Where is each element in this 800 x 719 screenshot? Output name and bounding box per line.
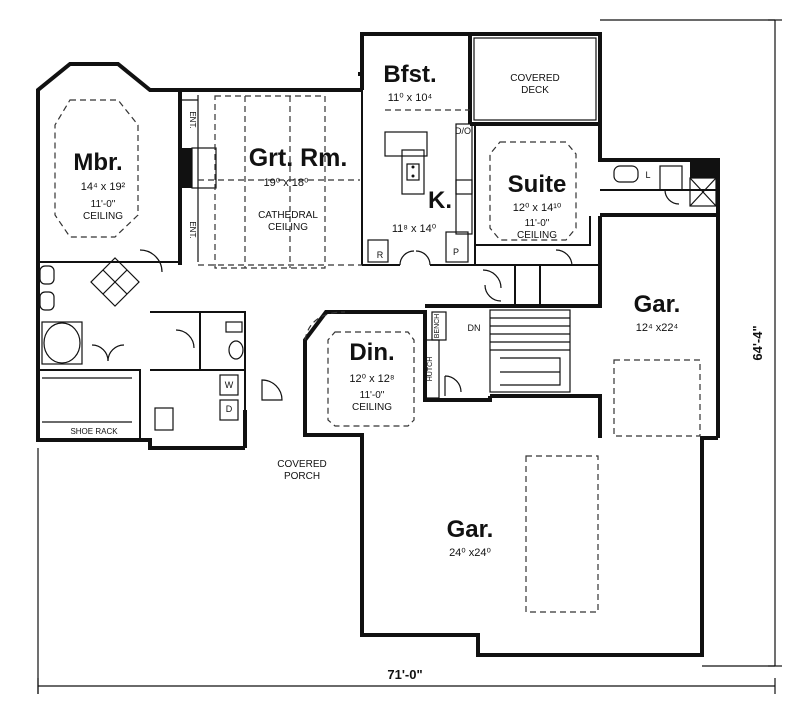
suite-size: 12⁰ x 14¹⁰ [513,202,562,214]
room-covered-porch: COVERED PORCH [277,459,326,482]
ent-label-bottom: ENT. [188,221,197,238]
bfst-name: Bfst. [383,61,436,88]
door-swings [91,189,680,401]
porch-line2: PORCH [284,471,320,482]
mbr-ceiling-height: 11'-0" [91,199,116,210]
p-label: P [453,247,459,257]
room-garage-big: Gar. 24⁰ x24⁰ [447,516,494,559]
gar-small-name: Gar. [634,291,681,318]
room-great-room: Grt. Rm. 19⁰ x 18⁰ CATHEDRAL CEILING [249,144,348,233]
deck-line1: COVERED [510,73,559,84]
din-ceiling-label: CEILING [352,402,392,413]
exterior-walls [36,32,720,657]
mbr-size: 14⁴ x 19² [81,181,126,193]
gar-small-size: 12⁴ x22⁴ [636,322,679,334]
din-ceiling-height: 11'-0" [360,390,385,401]
width-dimension: 71'-0" [387,667,422,682]
do-label: D/O [455,126,471,136]
r-label: R [377,250,384,260]
mbr-ceiling-label: CEILING [83,211,123,222]
gar-big-name: Gar. [447,516,494,543]
deck-line2: DECK [521,85,549,96]
room-kitchen: K. 11⁸ x 14⁰ [392,187,452,235]
grt-size: 19⁰ x 18⁰ [264,177,309,189]
fixture-labels: ENT. ENT. D/O R P L DN BENCH HUTCH W D S… [70,111,650,436]
bench-label: BENCH [434,314,441,339]
kitchen-name: K. [428,187,452,214]
dashed-features [54,95,701,613]
kitchen-size: 11⁸ x 14⁰ [392,223,437,235]
gar-big-size: 24⁰ x24⁰ [449,547,491,559]
room-dining: Din. 12⁰ x 12⁸ 11'-0" CEILING [349,339,394,413]
dn-label: DN [468,323,481,333]
d-label: D [226,404,233,414]
interior-walls [38,37,718,448]
room-suite: Suite 12⁰ x 14¹⁰ 11'-0" CEILING [508,171,567,241]
porch-line1: COVERED [277,459,326,470]
shoe-rack-label: SHOE RACK [70,427,118,436]
w-label: W [225,380,234,390]
height-dimension: 64'-4" [750,325,765,360]
stair-treads [490,317,570,351]
ent-label-top: ENT. [188,111,197,128]
room-breakfast: Bfst. 11⁰ x 10⁴ [383,61,436,104]
grt-ceiling-type: CATHEDRAL [258,210,318,221]
grt-name: Grt. Rm. [249,144,348,172]
room-mbr: Mbr. 14⁴ x 19² 11'-0" CEILING [73,149,125,222]
hutch-label: HUTCH [427,357,434,382]
dimension-text: 71'-0" 64'-4" [387,325,765,682]
mbr-name: Mbr. [73,149,122,176]
bfst-size: 11⁰ x 10⁴ [388,92,433,104]
dimension-lines [37,19,782,694]
suite-name: Suite [508,171,567,198]
grt-ceiling-label: CEILING [268,222,308,233]
l-label: L [645,170,650,180]
suite-ceiling-label: CEILING [517,230,557,241]
din-name: Din. [349,339,394,366]
room-garage-small: Gar. 12⁴ x22⁴ [634,291,681,334]
suite-ceiling-height: 11'-0" [525,218,550,229]
din-size: 12⁰ x 12⁸ [349,373,394,385]
room-covered-deck: COVERED DECK [510,73,559,96]
